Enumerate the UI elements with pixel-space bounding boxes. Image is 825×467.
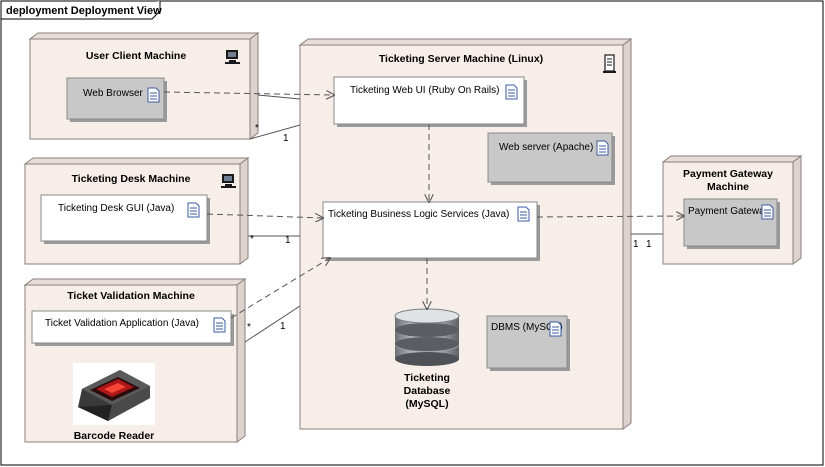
dependency-browser-to-webui[interactable] <box>163 92 334 95</box>
database-label-line2: Database <box>404 385 451 397</box>
node-title: Ticketing Server Machine (Linux) <box>379 53 543 65</box>
database-icon[interactable]: Ticketing Database (MySQL) <box>394 308 460 410</box>
barcode-reader-device[interactable]: Barcode Reader <box>73 363 155 442</box>
database-label-line3: (MySQL) <box>405 398 448 410</box>
database-label-line1: Ticketing <box>404 372 450 384</box>
barcode-scanner-icon <box>73 363 155 425</box>
node-title: User Client Machine <box>86 50 187 62</box>
component-dbms-mysql[interactable]: DBMS (MySQL) <box>486 315 570 371</box>
component-label: Web server (Apache) <box>499 142 593 153</box>
component-label: Web Browser <box>83 88 144 99</box>
computer-icon <box>225 50 240 64</box>
component-label: Ticketing Desk GUI (Java) <box>58 203 174 214</box>
component-label: Ticketing Business Logic Services (Java) <box>328 209 509 220</box>
component-label: DBMS (MySQL) <box>491 322 563 333</box>
node-title: Ticketing Desk Machine <box>72 173 191 185</box>
multiplicity-label: * <box>255 123 259 134</box>
server-icon <box>603 54 616 73</box>
connector-user-to-server[interactable] <box>249 94 301 140</box>
component-web-server-apache[interactable]: Web server (Apache) <box>487 132 615 185</box>
node-user-client-machine[interactable]: User Client Machine <box>28 32 260 140</box>
component-label: Payment Gateway <box>688 206 770 217</box>
dependency-business-to-payment[interactable] <box>536 216 684 217</box>
component-ticket-validation-application[interactable]: Ticket Validation Application (Java) <box>31 310 234 346</box>
frame-label: deployment Deployment View <box>6 5 162 17</box>
component-ticketing-business-logic-services[interactable]: Ticketing Business Logic Services (Java) <box>322 201 540 261</box>
component-ticketing-web-ui[interactable]: Ticketing Web UI (Ruby On Rails) <box>333 76 527 127</box>
multiplicity-label: * <box>250 234 254 245</box>
component-icon <box>147 87 160 103</box>
barcode-reader-label: Barcode Reader <box>74 430 155 442</box>
component-icon <box>549 321 562 337</box>
multiplicity-label: 1 <box>283 133 289 144</box>
multiplicity-label: 1 <box>633 239 639 250</box>
component-label: Ticket Validation Application (Java) <box>45 318 199 329</box>
node-title-line2: Machine <box>707 181 749 193</box>
component-icon <box>213 317 226 333</box>
node-title: Ticket Validation Machine <box>67 290 195 302</box>
component-label: Ticketing Web UI (Ruby On Rails) <box>350 85 500 96</box>
component-icon <box>761 204 774 220</box>
component-icon <box>187 202 200 218</box>
component-icon <box>505 84 518 100</box>
component-icon <box>596 140 609 156</box>
multiplicity-label: 1 <box>285 235 291 246</box>
computer-icon <box>221 174 236 188</box>
component-web-browser[interactable]: Web Browser <box>66 77 167 122</box>
connector-validation-to-server[interactable] <box>244 305 301 343</box>
component-icon <box>517 206 530 222</box>
multiplicity-label: 1 <box>646 239 652 250</box>
component-ticketing-desk-gui[interactable]: Ticketing Desk GUI (Java) <box>40 194 210 244</box>
component-payment-gateway[interactable]: Payment Gateway <box>683 198 780 249</box>
multiplicity-label: * <box>247 322 251 333</box>
node-title-line1: Payment Gateway <box>683 168 773 180</box>
multiplicity-label: 1 <box>280 321 286 332</box>
